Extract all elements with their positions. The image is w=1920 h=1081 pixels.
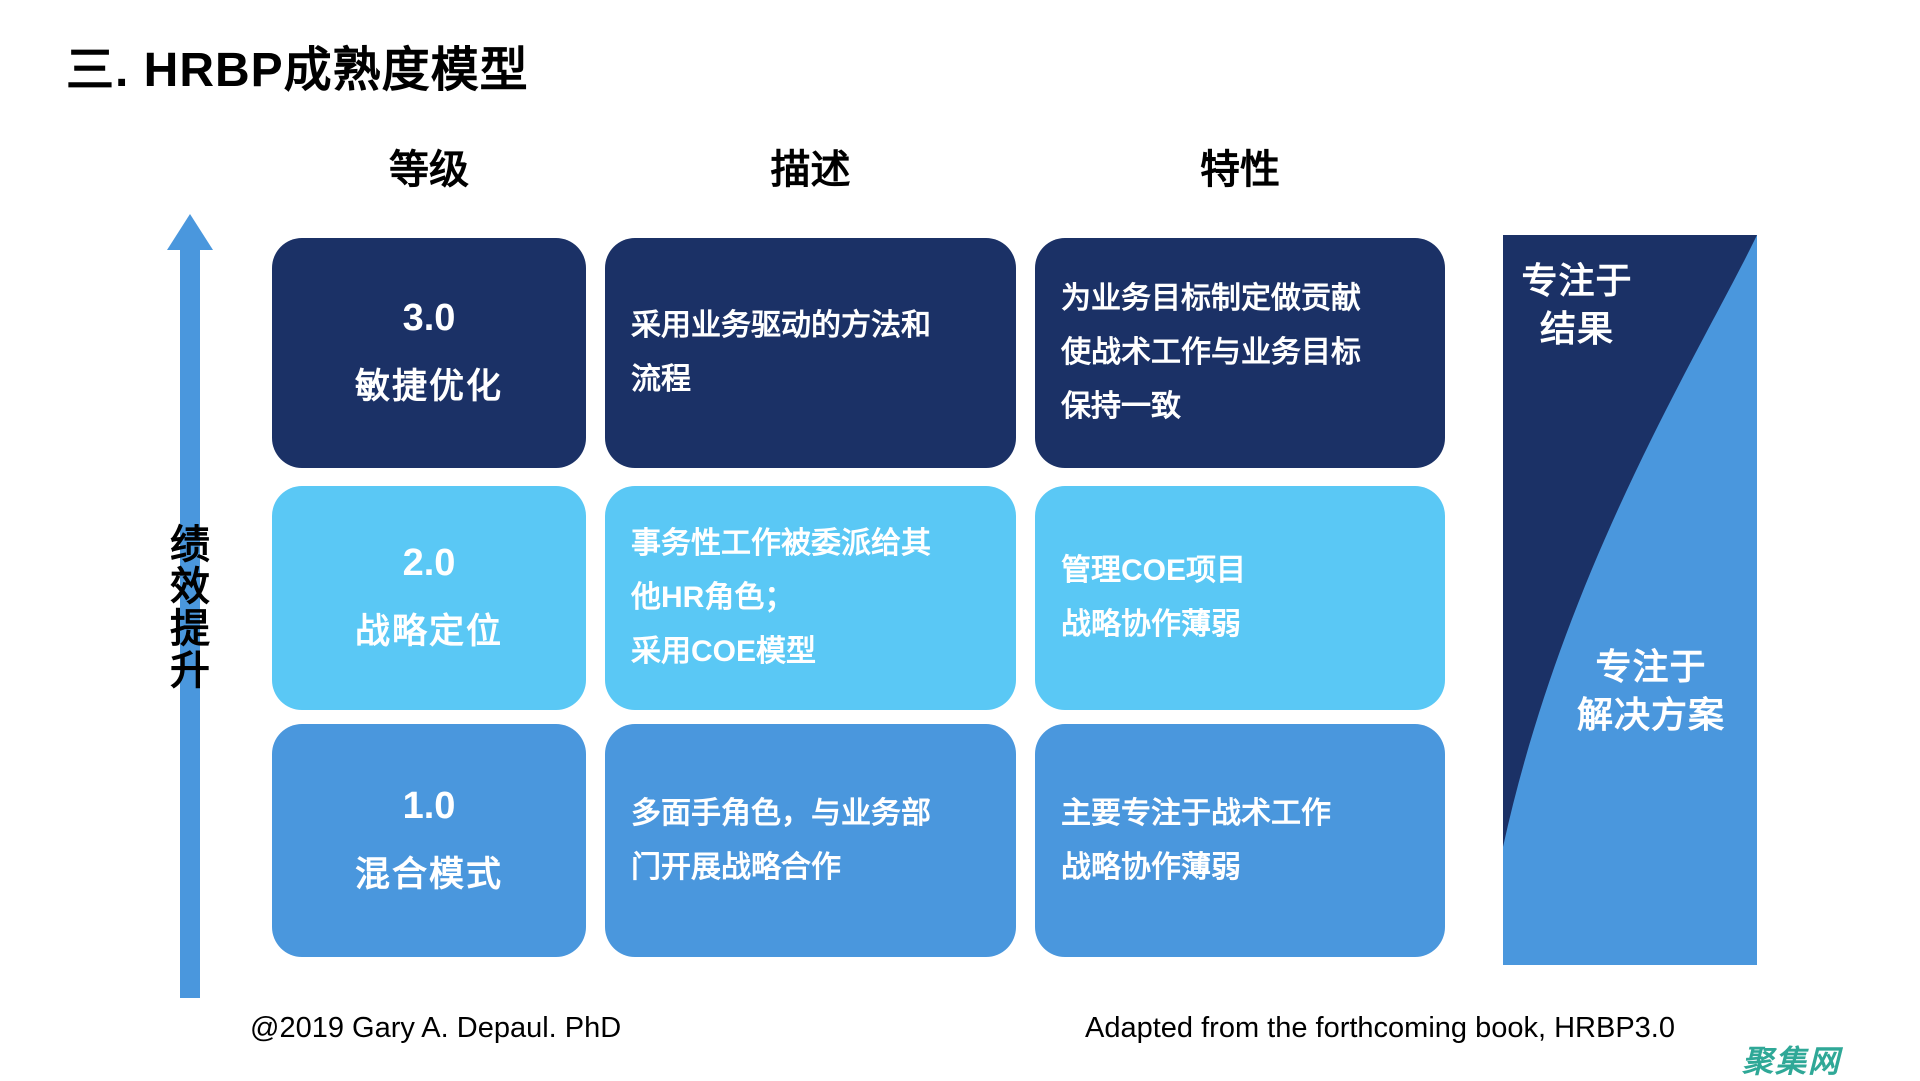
column-header-description: 描述 [770,148,851,192]
description-cell-1-0: 多面手角色，与业务部 门开展战略合作 [605,724,1016,957]
description-line: 他HR角色； [631,581,795,614]
focus-results-line: 专注于 [1521,260,1633,301]
trait-line: 使战术工作与业务目标 [1061,336,1361,369]
description-cell-3-0: 采用业务驱动的方法和 流程 [605,238,1016,468]
level-number: 1.0 [402,784,456,827]
traits-cell-2-0: 管理COE项目 战略协作薄弱 [1035,486,1445,710]
level-number: 3.0 [402,297,456,339]
level-number: 2.0 [402,542,456,584]
focus-spectrum-shape [1503,235,1757,965]
axis-char: 升 [170,649,210,693]
level-cell-2-0: 2.0 战略定位 [272,486,586,710]
description-line: 多面手角色，与业务部 [631,796,931,830]
trait-line: 战略协作薄弱 [1061,608,1241,641]
trait-line: 保持一致 [1061,390,1181,423]
level-cell-3-0: 3.0 敏捷优化 [272,238,586,468]
axis-char: 提 [170,607,210,651]
description-line: 事务性工作被委派给其 [631,527,931,560]
description-line: 采用COE模型 [631,635,817,668]
up-arrow-icon [167,214,213,998]
level-name: 混合模式 [354,854,503,894]
author-credit: @2019 Gary A. Depaul. PhD [250,1012,622,1044]
focus-results-line: 结果 [1539,308,1614,349]
site-watermark: 聚集网 [1742,1044,1841,1079]
trait-line: 为业务目标制定做贡献 [1061,282,1361,315]
description-cell-2-0: 事务性工作被委派给其 他HR角色； 采用COE模型 [605,486,1016,710]
performance-axis-label: 绩 效 提 升 [160,524,220,692]
level-name: 战略定位 [354,612,503,651]
focus-spectrum-panel: 专注于 结果 专注于 解决方案 [1503,235,1757,965]
trait-line: 战略协作薄弱 [1061,850,1241,884]
focus-solutions-line: 解决方案 [1576,694,1725,735]
level-cell-1-0: 1.0 混合模式 [272,724,586,957]
trait-line: 主要专注于战术工作 [1061,796,1331,830]
description-line: 采用业务驱动的方法和 [631,309,931,342]
page-title: 三. HRBP成熟度模型 [66,44,529,97]
level-name: 敏捷优化 [354,367,503,406]
description-line: 流程 [631,363,691,396]
column-header-level: 等级 [389,148,469,192]
description-line: 门开展战略合作 [631,850,841,884]
trait-line: 管理COE项目 [1061,554,1247,587]
source-credit: Adapted from the forthcoming book, HRBP3… [1085,1012,1675,1044]
axis-char: 绩 [170,523,210,567]
focus-solutions-line: 专注于 [1595,646,1707,687]
focus-results-label: 专注于 结果 [1507,257,1647,353]
performance-axis-arrow [160,214,220,1005]
focus-solutions-label: 专注于 解决方案 [1551,643,1751,739]
traits-cell-1-0: 主要专注于战术工作 战略协作薄弱 [1035,724,1445,957]
axis-char: 效 [170,565,210,609]
column-header-traits: 特性 [1200,148,1280,192]
traits-cell-3-0: 为业务目标制定做贡献 使战术工作与业务目标 保持一致 [1035,238,1445,468]
